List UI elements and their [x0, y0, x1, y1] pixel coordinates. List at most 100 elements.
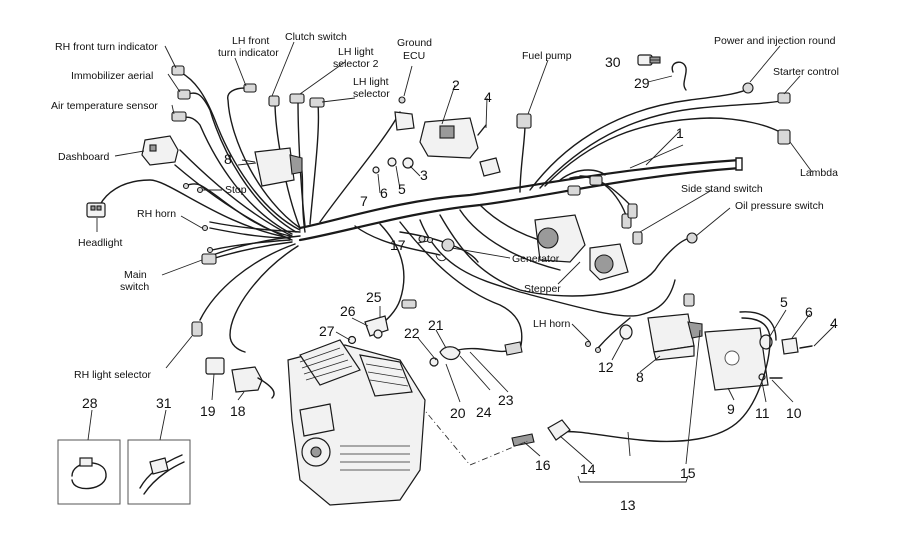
label-lh-horn: LH horn [533, 318, 571, 330]
inset-31 [127, 439, 191, 505]
lh-light-selector-2-connector [289, 93, 305, 104]
label-rh-light-selector: RH light selector [74, 369, 152, 381]
number-16: 16 [535, 457, 551, 473]
spark-plug-16 [511, 433, 535, 447]
label-power-and-injection-round: Power and injection round [714, 35, 836, 47]
oil-pressure-switch-connector [686, 232, 698, 244]
label-side-stand-switch: Side stand switch [681, 183, 763, 195]
label-air-temperature-sensor: Air temperature sensor [51, 100, 158, 112]
lh-light-selector-connector [309, 97, 325, 108]
power-injection-terminal [742, 82, 754, 94]
label-oil-pressure-switch: Oil pressure switch [735, 200, 824, 212]
number-6-right: 6 [805, 304, 813, 320]
part-numbers: 1 2 3 4 4 5 5 6 6 7 8 8 9 10 11 12 13 14… [82, 54, 838, 513]
label-rh-horn: RH horn [137, 208, 176, 220]
label-lambda: Lambda [800, 167, 838, 179]
side-stand-switch-connector [632, 231, 643, 245]
number-8-left: 8 [224, 151, 232, 167]
bracket-13 [577, 475, 689, 483]
lh-horn-terminals [584, 340, 602, 354]
label-lh-light-selector-b: selector [353, 88, 390, 100]
ignition-coil-right [647, 313, 703, 361]
number-15: 15 [680, 465, 696, 481]
label-clutch-switch: Clutch switch [285, 31, 347, 43]
number-19: 19 [200, 403, 216, 419]
stop-terminals [182, 182, 204, 194]
sensor-25-26-27 [347, 299, 417, 345]
part-17 [426, 236, 434, 244]
number-4-right: 4 [830, 315, 838, 331]
label-lh-front-turn-indicator-1: LH front [232, 35, 269, 47]
engine-illustration [287, 339, 426, 506]
number-22: 22 [404, 325, 420, 341]
leader-lines [87, 41, 836, 465]
lh-turn-indicator-connector [243, 83, 257, 93]
number-18: 18 [230, 403, 246, 419]
label-lh-light-selector-2-a: LH light [338, 46, 374, 58]
throttle-body [534, 175, 638, 281]
ignition-coil-left [241, 147, 303, 187]
rh-light-selector-connector [191, 321, 203, 337]
headlight-connector [86, 202, 106, 218]
part-19 [205, 357, 225, 375]
number-7: 7 [360, 193, 368, 209]
number-21: 21 [428, 317, 444, 333]
number-26: 26 [340, 303, 356, 319]
label-immobilizer-aerial: Immobilizer aerial [71, 70, 153, 82]
dashboard-connector [141, 135, 179, 166]
connector-near-3 [479, 157, 501, 177]
number-14: 14 [580, 461, 596, 477]
main-switch-connector [201, 253, 217, 265]
number-28: 28 [82, 395, 98, 411]
label-main-switch-b: switch [120, 281, 149, 293]
number-31: 31 [156, 395, 172, 411]
label-rh-front-turn-indicator: RH front turn indicator [55, 41, 158, 53]
number-11: 11 [755, 405, 770, 421]
spark-cap-14 [547, 419, 571, 441]
label-starter-control: Starter control [773, 66, 839, 78]
number-27: 27 [319, 323, 335, 339]
number-1: 1 [676, 125, 684, 141]
rh-horn-terminals [201, 224, 214, 254]
clip-29 [671, 61, 687, 91]
washer-12 [619, 324, 633, 340]
label-lh-front-turn-indicator-2: turn indicator [218, 47, 279, 59]
number-13: 13 [620, 497, 636, 513]
number-2: 2 [452, 77, 460, 93]
part-18 [231, 366, 275, 399]
label-ground-ecu-a: Ground [397, 37, 432, 49]
number-30: 30 [605, 54, 621, 70]
clutch-switch-connector [268, 95, 280, 107]
number-17: 17 [390, 237, 406, 253]
ht-leads [559, 311, 777, 443]
number-24: 24 [476, 404, 492, 420]
label-ground-ecu-b: ECU [403, 50, 425, 62]
ground-ecu-connector [394, 96, 415, 131]
number-25: 25 [366, 289, 382, 305]
label-lh-light-selector-2-b: selector 2 [333, 58, 379, 70]
number-12: 12 [598, 359, 614, 375]
lambda-connector [777, 129, 791, 145]
starter-control-connector [777, 92, 791, 104]
screw-4-upper [477, 124, 487, 136]
number-3: 3 [420, 167, 428, 183]
hardware-right-4-5-6 [759, 334, 813, 355]
number-23: 23 [498, 392, 514, 408]
number-4-upper: 4 [484, 89, 492, 105]
air-temp-connector [171, 111, 187, 122]
label-fuel-pump: Fuel pump [522, 50, 572, 62]
center-line [411, 394, 531, 466]
number-9: 9 [727, 401, 735, 417]
number-29: 29 [634, 75, 650, 91]
sensor-20-24 [429, 341, 523, 367]
immobilizer-connector [177, 89, 191, 100]
label-lh-light-selector-a: LH light [353, 76, 389, 88]
number-8-right: 8 [636, 369, 644, 385]
part-2-bracket [419, 117, 479, 159]
number-6-upper: 6 [380, 185, 388, 201]
generator-connector [418, 235, 455, 262]
text-labels: RH front turn indicator LH front turn in… [51, 31, 839, 381]
label-stop: Stop [225, 184, 247, 196]
